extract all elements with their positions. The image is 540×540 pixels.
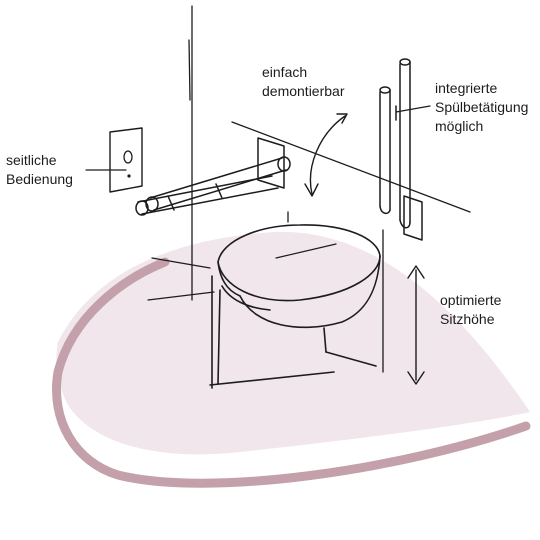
label-line: einfach: [262, 64, 308, 80]
folding-grab-bar: [135, 137, 291, 216]
toilet-bowl: [209, 224, 381, 389]
label-line: demontierbar: [262, 83, 345, 99]
label-line: integrierte: [435, 80, 498, 96]
label-integrated-flush: integrierte Spülbetätigung möglich: [435, 79, 528, 136]
label-line: optimierte: [440, 292, 502, 308]
wall-lines: [147, 5, 471, 373]
floor-area: [56, 231, 530, 455]
label-easy-removal: einfach demontierbar: [262, 63, 345, 101]
removal-arrow: [309, 115, 346, 195]
flush-plate: [109, 127, 143, 193]
grab-bar-right: [379, 58, 423, 241]
label-line: Bedienung: [6, 171, 73, 187]
label-line: Spülbetätigung: [435, 99, 529, 115]
label-line: möglich: [435, 118, 484, 134]
label-seat-height: optimierte Sitzhöhe: [440, 291, 501, 329]
label-line: Sitzhöhe: [440, 311, 495, 327]
label-line: seitliche: [6, 152, 57, 168]
pointer-demount: [275, 243, 337, 259]
label-side-operation: seitliche Bedienung: [6, 151, 73, 189]
height-arrow: [407, 265, 425, 385]
floor-outline: [52, 257, 531, 488]
pointer-flush: [395, 105, 431, 113]
